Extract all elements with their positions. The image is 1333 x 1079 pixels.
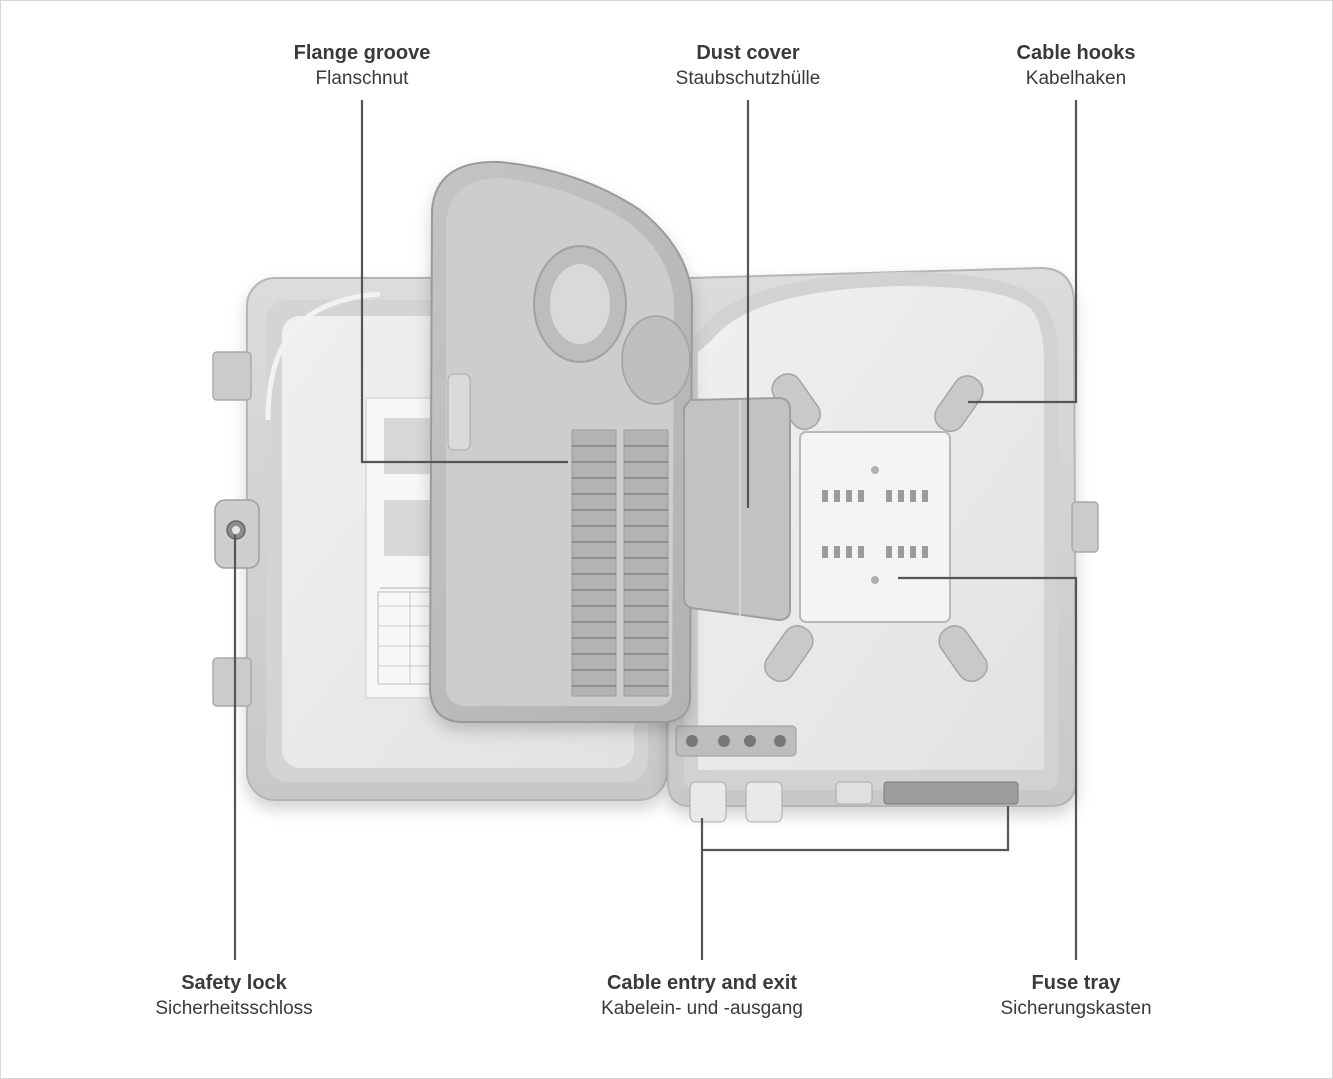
leader-cable-hooks [968,100,1078,404]
door-hinges [212,351,252,707]
label-safety-lock-en: Safety lock [181,972,287,994]
label-safety-lock-de: Sicherheitsschloss [155,998,313,1019]
label-cable-hooks-en: Cable hooks [1016,42,1136,64]
label-flange-groove-de: Flanschnut [315,68,409,89]
side-tab [1071,501,1099,553]
label-fuse-tray-en: Fuse tray [1031,972,1121,994]
label-cable-entry-de: Kabelein- und -ausgang [601,998,803,1019]
dust-cover-panel [683,396,791,622]
label-cable-entry-en: Cable entry and exit [606,972,798,994]
cable-hooks [764,373,988,683]
fuse-tray [799,431,951,623]
cable-glands [675,725,1019,823]
label-dust-cover: Dust cover Staubschutzhülle [676,40,821,92]
label-cable-hooks-de: Kabelhaken [1025,68,1127,89]
label-flange-groove-en: Flange groove [293,42,431,64]
label-dust-cover-de: Staubschutzhülle [675,68,821,89]
safety-lock-hardware [214,499,260,569]
label-dust-cover-en: Dust cover [696,42,800,64]
leader-flange-groove [360,100,568,464]
label-fuse-tray: Fuse tray Sicherungskasten [1000,970,1151,1022]
label-cable-hooks: Cable hooks Kabelhaken [1017,40,1136,92]
leader-cable-entry-bracket [702,806,1010,852]
splice-cover [428,160,694,723]
leader-fuse-tray [898,576,1078,960]
label-cable-entry: Cable entry and exit Kabelein- und -ausg… [601,970,803,1022]
label-safety-lock: Safety lock Sicherheitsschloss [155,970,312,1022]
label-flange-groove: Flange groove Flanschnut [294,40,431,92]
leader-lines [233,100,1078,960]
label-fuse-tray-de: Sicherungskasten [1000,998,1152,1019]
